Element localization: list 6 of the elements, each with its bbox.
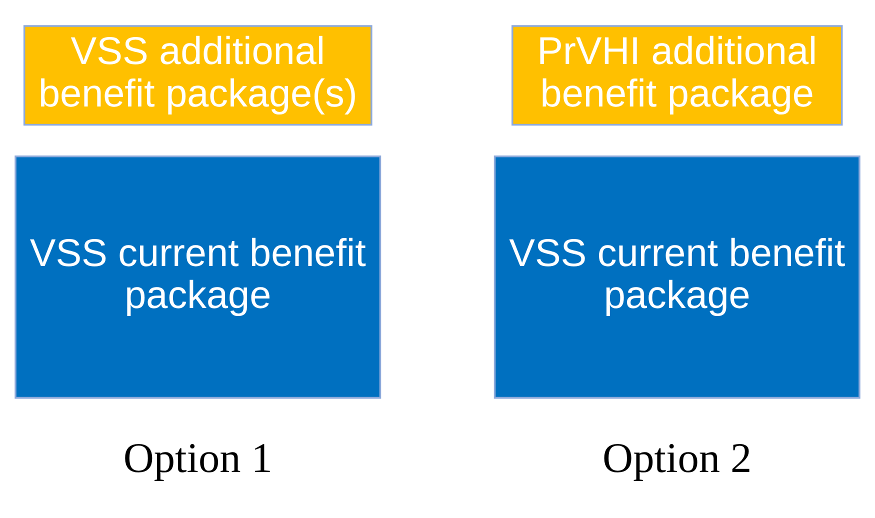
label: Option 1 — [123, 434, 272, 482]
node-box: VSS current benefit package — [494, 155, 860, 398]
label: Option 2 — [602, 434, 752, 482]
node-box: PrVHI additional benefit package — [512, 24, 843, 126]
node-box: VSS additional benefit package(s) — [23, 24, 372, 126]
node-box: VSS current benefit package — [14, 155, 382, 398]
